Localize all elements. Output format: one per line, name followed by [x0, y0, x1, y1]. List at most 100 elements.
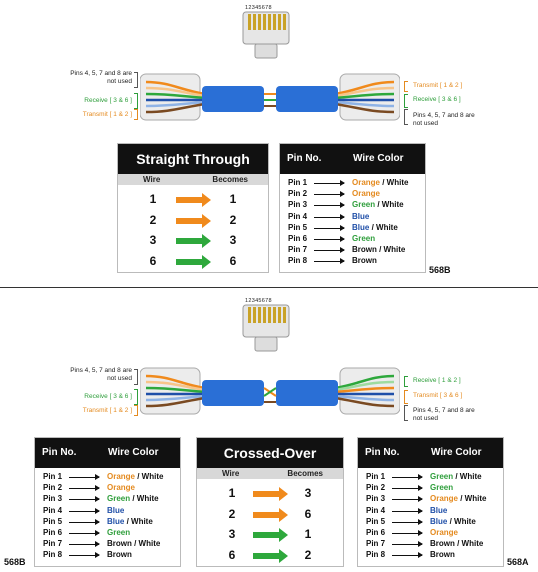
cable-diagram-top — [140, 73, 400, 121]
left-unused-label: Pins 4, 5, 7 and 8 are not used — [70, 367, 132, 382]
arrow-icon — [392, 541, 423, 548]
right-receive-bracket — [404, 94, 408, 108]
arrow-icon — [176, 213, 211, 228]
wire-color-name: Green — [430, 483, 454, 493]
pin-number: Pin 3 — [366, 494, 386, 504]
pin-number: Pin 5 — [43, 516, 63, 526]
pin-number: Pin 4 — [366, 505, 386, 515]
arrow-icon — [392, 496, 423, 503]
col-wire-color: Wire Color — [108, 447, 159, 458]
left-transmit-bracket — [134, 109, 138, 120]
crossed-over-title: Crossed-Over — [197, 438, 343, 468]
wire-color-name: Orange — [352, 178, 381, 187]
col-wire-color: Wire Color — [353, 153, 404, 164]
wire-color-suffix: / White — [453, 472, 482, 481]
pin-table-header: Pin No. Wire Color — [280, 144, 425, 174]
arrow-icon — [392, 530, 423, 536]
wire-color-suffix: / White — [369, 222, 398, 232]
wire-color-name: Green — [107, 528, 131, 537]
wire-color-name: Orange — [107, 483, 136, 493]
rj45-connector-bottom: 12345678 — [241, 298, 291, 353]
pin-number: Pin 6 — [288, 234, 308, 243]
arrow-icon — [176, 193, 211, 207]
wire-color-suffix: / White — [454, 539, 484, 549]
wire-color: Blue / White — [107, 517, 153, 526]
col-wire: Wire — [222, 469, 240, 478]
arrow-icon — [69, 496, 100, 503]
wire-color: Orange — [430, 528, 458, 537]
wire-color-name: Orange — [430, 494, 459, 504]
arrow-icon — [314, 202, 345, 209]
wire-from: 1 — [228, 486, 236, 500]
col-pin: Pin No. — [287, 153, 322, 164]
right-unused-label: Pins 4, 5, 7 and 8 are not used — [413, 112, 475, 127]
pin-row: Pin 5 Blue / White — [280, 223, 425, 234]
right-receive-label: Receive [ 3 & 6 ] — [413, 96, 461, 103]
wire-from: 1 — [149, 192, 157, 206]
pin-number: Pin 5 — [288, 222, 308, 232]
wire-color-name: Green — [352, 234, 376, 243]
pin-row: Pin 3 Orange / White — [358, 494, 503, 505]
wire-color: Brown / White — [430, 539, 483, 548]
pin-number: Pin 8 — [43, 550, 63, 560]
left-receive-bracket — [134, 389, 138, 405]
pin-row: Pin 4 Blue — [358, 506, 503, 517]
wire-to: 6 — [304, 506, 312, 521]
wire-color: Orange / White — [430, 494, 486, 503]
pin-numbers-label: 12345678 — [245, 298, 272, 304]
wire-color: Orange — [352, 189, 380, 198]
wire-from: 2 — [228, 506, 236, 521]
arrow-icon — [176, 254, 211, 269]
right-receive-label: Receive [ 1 & 2 ] — [413, 377, 461, 384]
arrow-icon — [314, 236, 345, 242]
wire-color: Green / White — [430, 472, 482, 481]
pin-number: Pin 2 — [366, 483, 386, 493]
wire-color: Blue — [430, 506, 447, 515]
wire-color-name: Orange — [352, 189, 381, 199]
arrow-icon — [253, 487, 288, 501]
connector-icon — [242, 11, 290, 59]
pin-number: Pin 1 — [366, 472, 386, 481]
arrow-icon — [253, 528, 288, 542]
left-transmit-label: Transmit [ 1 & 2 ] — [82, 111, 132, 118]
wire-color-suffix: / White — [458, 494, 487, 504]
wire-color: Blue — [352, 212, 369, 221]
wire-color: Orange / White — [352, 178, 408, 187]
right-transmit-label: Transmit [ 3 & 6 ] — [413, 392, 463, 399]
arrow-icon — [392, 552, 423, 559]
arrow-icon — [314, 213, 345, 220]
arrow-icon — [392, 507, 423, 514]
col-pin: Pin No. — [42, 447, 77, 458]
pin-number: Pin 3 — [288, 200, 308, 210]
wire-color: Blue / White — [352, 223, 398, 232]
wire-color-suffix: / White — [130, 494, 159, 504]
arrow-icon — [69, 507, 100, 514]
wire-color-suffix: / White — [447, 516, 476, 526]
arrow-icon — [314, 180, 345, 186]
pin-row: Pin 5 Blue / White — [35, 517, 180, 528]
wire-to: 3 — [304, 486, 312, 500]
pin-table-header: Pin No. Wire Color — [35, 438, 180, 468]
wire-color: Green / White — [107, 494, 159, 503]
pin-row: Pin 6 Green — [280, 234, 425, 245]
standard-568b-top: 568B — [429, 265, 451, 275]
right-unused-bracket — [404, 109, 408, 125]
wire-color-name: Orange — [430, 528, 459, 537]
section-divider — [0, 287, 538, 288]
pin-number: Pin 3 — [43, 494, 63, 504]
arrow-icon — [69, 530, 100, 536]
arrow-icon — [314, 247, 345, 254]
